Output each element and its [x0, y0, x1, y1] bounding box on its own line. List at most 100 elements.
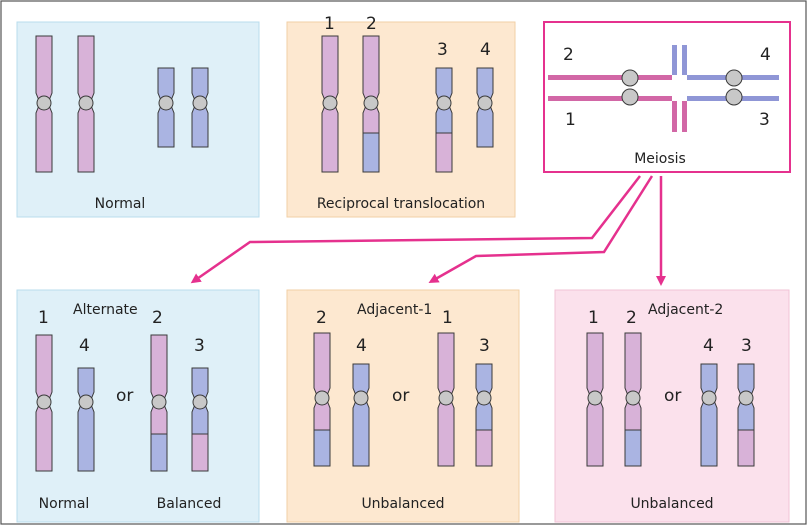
chrom-number: 3 [759, 110, 770, 130]
chromosome-short-arm [35, 35, 53, 104]
chrom-number: 1 [442, 308, 453, 328]
centromere [725, 88, 743, 106]
chrom-number: 3 [479, 336, 490, 356]
pink-arm-top [548, 75, 672, 80]
chromosome-short-arm [313, 332, 331, 399]
centromere [78, 394, 94, 410]
chromosome [352, 363, 370, 467]
centromere [192, 394, 208, 410]
chrom-number: 1 [38, 308, 49, 328]
centromere [621, 88, 639, 106]
chromosome-long-arm [35, 102, 53, 173]
translocated-segment [313, 429, 331, 467]
chromosome [737, 363, 755, 467]
centromere [322, 95, 338, 111]
chromosome [191, 367, 209, 472]
chrom-number: 1 [588, 308, 599, 328]
or-label: or [664, 386, 682, 406]
chromosome [476, 67, 494, 148]
chrom-number: 2 [366, 14, 377, 34]
panel-alternate [16, 289, 260, 523]
arrow-to-adjacent-1 [428, 175, 654, 283]
centromere [36, 95, 52, 111]
chromosome-long-arm [77, 102, 95, 173]
chrom-number: 2 [316, 308, 327, 328]
translocated-segment [624, 429, 642, 467]
translocated-segment [191, 433, 209, 472]
chromosome-layer [35, 35, 755, 472]
chromosome-short-arm [77, 35, 95, 104]
chromosome-short-arm [35, 334, 53, 403]
centromere [725, 69, 743, 87]
centromere [158, 95, 174, 111]
adjacent-1-unbalanced-label: Unbalanced [361, 496, 445, 512]
chromosome [437, 332, 455, 467]
chromosome-long-arm [437, 397, 455, 467]
chrom-number: 2 [626, 308, 637, 328]
translocated-segment [737, 429, 755, 467]
chromosome-short-arm [586, 332, 604, 399]
chromosome-long-arm [77, 401, 95, 472]
centromere [353, 390, 369, 406]
translocated-segment [475, 429, 493, 467]
chromosome [77, 35, 95, 173]
chrom-number: 3 [741, 336, 752, 356]
blue-arm-vertical-1 [672, 45, 677, 75]
chrom-number: 3 [437, 40, 448, 60]
chromosome [586, 332, 604, 467]
arrow-to-alternate [190, 175, 641, 284]
chrom-number: 3 [194, 336, 205, 356]
centromere [78, 95, 94, 111]
chrom-number: 4 [480, 40, 491, 60]
chromosome-long-arm [586, 397, 604, 467]
centromere [438, 390, 454, 406]
centromere [151, 394, 167, 410]
chromosome [624, 332, 642, 467]
panel-normal [16, 21, 260, 218]
chromosome-short-arm [624, 332, 642, 399]
meiosis-label: Meiosis [634, 151, 686, 167]
centromere [701, 390, 717, 406]
chrom-number: 1 [565, 110, 576, 130]
translocated-segment [150, 433, 168, 472]
reciprocal-translocation-label: Reciprocal translocation [316, 196, 486, 212]
alternate-balanced-label: Balanced [156, 496, 222, 512]
alternate-title: Alternate [73, 302, 138, 318]
quadrivalent-cross [548, 45, 779, 132]
chrom-number: 2 [563, 45, 574, 65]
normal-label: Normal [94, 196, 146, 212]
chromosome-short-arm [362, 35, 380, 104]
translocated-segment [362, 132, 380, 173]
chromosome-long-arm [35, 401, 53, 472]
chromosome [191, 67, 209, 148]
chromosome [35, 334, 53, 472]
or-label: or [116, 386, 134, 406]
centromere [363, 95, 379, 111]
chromosome [35, 35, 53, 173]
pink-arm-bottom [548, 96, 672, 101]
alternate-normal-label: Normal [38, 496, 90, 512]
chrom-number: 4 [79, 336, 90, 356]
chromosome [321, 35, 339, 173]
chromosome-short-arm [321, 35, 339, 104]
chromosome [700, 363, 718, 467]
chrom-number: 4 [760, 45, 771, 65]
chromosome [475, 363, 493, 467]
adjacent-2-unbalanced-label: Unbalanced [630, 496, 714, 512]
chrom-number: 1 [324, 14, 335, 34]
centromere [625, 390, 641, 406]
chromosome [77, 367, 95, 472]
centromere [192, 95, 208, 111]
centromere [587, 390, 603, 406]
adjacent-2-title: Adjacent-2 [648, 302, 724, 318]
chromosome-long-arm [352, 397, 370, 467]
centromere [738, 390, 754, 406]
centromere [436, 95, 452, 111]
translocated-segment [435, 132, 453, 173]
adjacent-1-title: Adjacent-1 [357, 302, 433, 318]
chromosome [313, 332, 331, 467]
chrom-number: 4 [703, 336, 714, 356]
chromosome-short-arm [437, 332, 455, 399]
pink-arm-vertical-2 [682, 101, 687, 132]
